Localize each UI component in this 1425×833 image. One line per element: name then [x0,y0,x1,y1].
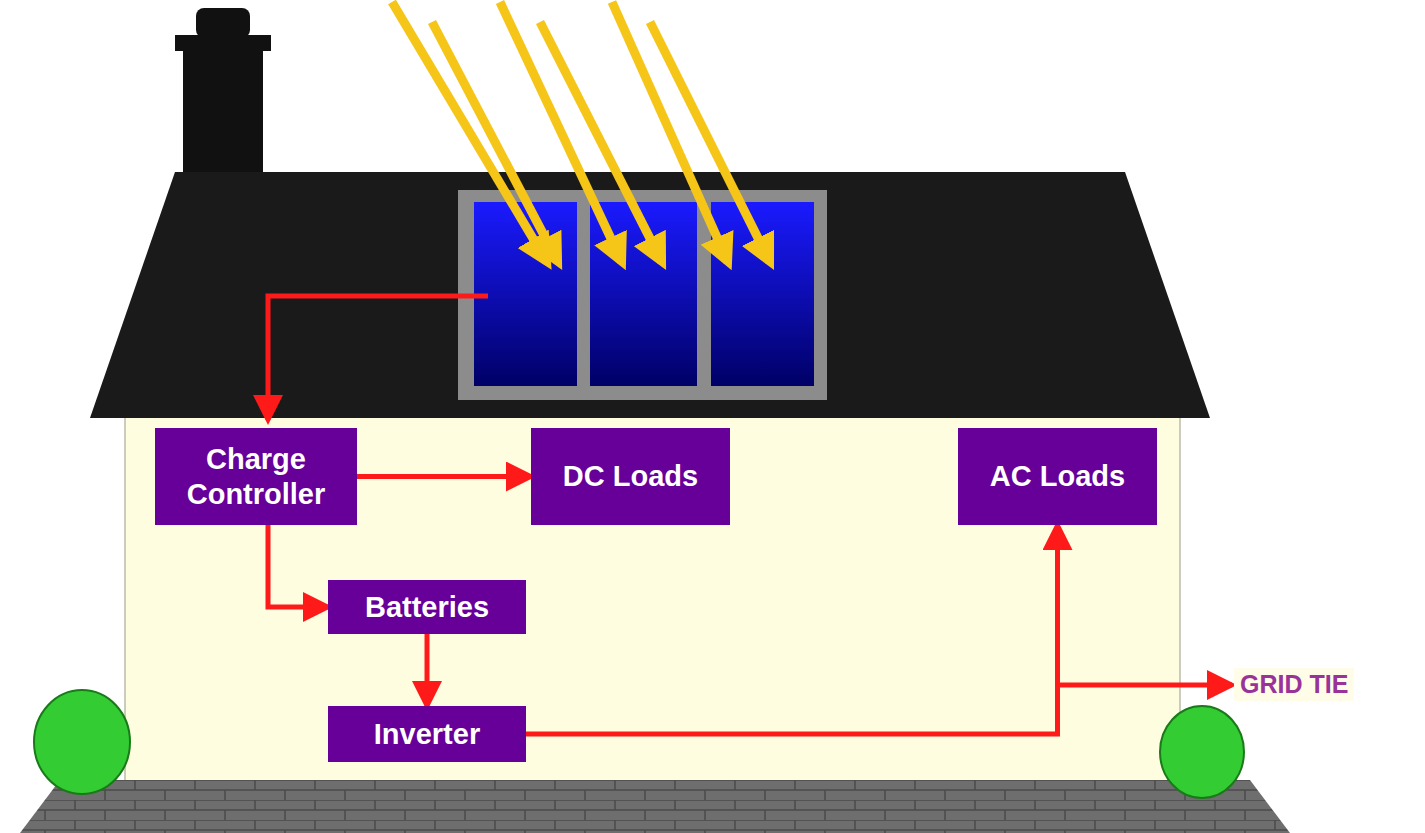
grid-tie-label: GRID TIE [1234,668,1354,701]
inverter-box: Inverter [328,706,526,762]
flow-arrow [526,525,1058,734]
flow-arrow [357,474,531,479]
node-label: Inverter [374,717,480,752]
flow-arrow [268,525,328,607]
node-label: AC Loads [990,459,1125,494]
batteries-box: Batteries [328,580,526,634]
charge-controller-box: Charge Controller [155,428,357,525]
node-label: Batteries [365,590,489,625]
dc-loads-box: DC Loads [531,428,730,525]
node-label: Charge Controller [165,442,347,512]
node-label: DC Loads [563,459,698,494]
ac-loads-box: AC Loads [958,428,1157,525]
flow-arrow [425,634,430,706]
